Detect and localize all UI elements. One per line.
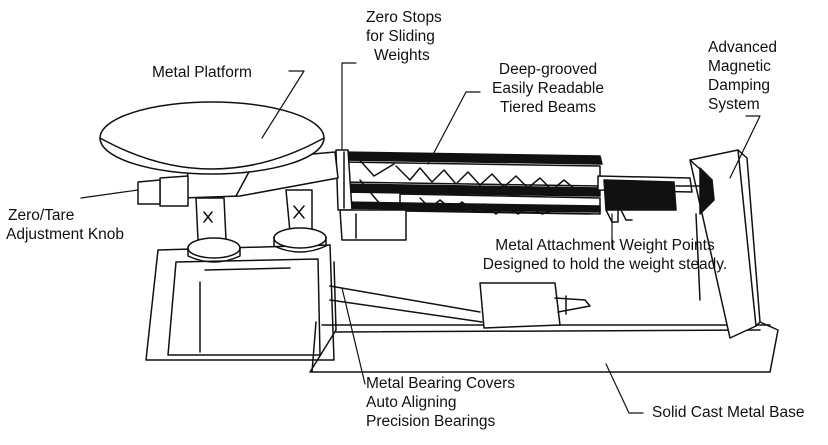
label-line: for Sliding <box>366 28 435 45</box>
label-line: Metal Bearing Covers <box>366 375 516 392</box>
label-line: Metal Platform <box>152 64 252 81</box>
label-zero-tare: Zero/Tare Adjustment Knob <box>6 206 124 244</box>
label-line: Solid Cast Metal Base <box>652 404 805 421</box>
label-line: Easily Readable <box>491 80 604 97</box>
label-line: Zero/Tare <box>8 207 75 224</box>
label-line: Weights <box>374 47 430 64</box>
label-deep-grooved: Deep-grooved Easily Readable Tiered Beam… <box>482 60 614 117</box>
label-line: Magnetic <box>708 58 771 75</box>
leader-magnetic-damping <box>729 115 761 179</box>
label-solid-base: Solid Cast Metal Base <box>652 403 805 422</box>
leader-lines <box>80 62 761 414</box>
leader-zero-stops <box>341 62 357 151</box>
magnetic-damping-tower <box>689 149 761 339</box>
label-line: Tiered Beams <box>500 99 596 116</box>
tiered-beams <box>335 149 701 223</box>
label-line: System <box>708 96 760 113</box>
left-bearing-post <box>187 197 241 263</box>
label-line: Zero Stops <box>366 9 442 26</box>
leader-deep-grooved <box>427 91 481 165</box>
label-line: Damping <box>708 77 771 94</box>
leader-zero-tare <box>80 189 139 199</box>
cast-metal-base <box>145 244 779 373</box>
label-magnetic-damping: Advanced Magnetic Damping System <box>708 38 777 114</box>
label-metal-platform: Metal Platform <box>152 63 252 82</box>
leader-bearing-covers <box>341 287 366 385</box>
label-line: Advanced <box>708 39 777 56</box>
beam-hanger-box <box>339 209 407 241</box>
label-line: Deep-grooved <box>498 61 598 78</box>
label-line: Adjustment Knob <box>6 226 125 243</box>
sliding-weight-block <box>479 282 591 329</box>
label-line: Designed to hold the weight steady. <box>482 256 728 273</box>
label-bearing-covers: Metal Bearing Covers Auto Aligning Preci… <box>366 374 515 431</box>
leader-solid-base <box>605 363 644 414</box>
label-attachment-points: Metal Attachment Weight Points Designed … <box>432 236 778 274</box>
label-line: Metal Attachment Weight Points <box>495 237 715 254</box>
leader-metal-platform <box>261 70 305 139</box>
label-zero-stops: Zero Stops for Sliding Weights <box>366 8 442 65</box>
label-line: Precision Bearings <box>366 413 496 430</box>
metal-platform <box>99 101 325 175</box>
label-line: Auto Aligning <box>366 394 457 411</box>
right-bearing-post <box>273 189 327 253</box>
